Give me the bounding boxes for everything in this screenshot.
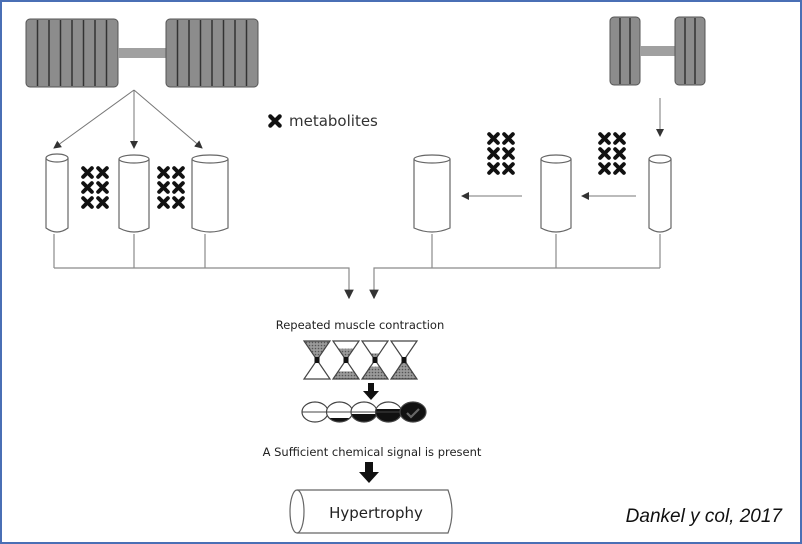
metabolite-icon <box>157 196 170 209</box>
metabolite-icon <box>172 166 185 179</box>
signal-oval-low <box>325 401 354 423</box>
metabolite-icon <box>613 147 626 160</box>
metabolite-icon <box>502 147 515 160</box>
heavy-barbell-icon <box>25 18 259 88</box>
muscle-fiber <box>45 158 69 233</box>
metabolite-icon <box>487 147 500 160</box>
metabolite-icon <box>81 166 94 179</box>
heavy-load-fibers <box>45 153 229 233</box>
outcome-label: Hypertrophy <box>329 504 423 522</box>
muscle-fiber <box>118 159 150 233</box>
legend-label: metabolites <box>289 112 378 130</box>
metabolite-icon <box>172 196 185 209</box>
muscle-fiber <box>648 159 672 233</box>
metabolite-icon <box>157 166 170 179</box>
metabolite-icon <box>598 147 611 160</box>
bar <box>640 46 675 56</box>
metabolite-icon <box>96 196 109 209</box>
citation: Dankel y col, 2017 <box>625 506 782 527</box>
muscle-fiber <box>413 159 451 233</box>
metabolite-icon <box>487 132 500 145</box>
muscle-fiber <box>191 159 229 233</box>
hourglass-icon <box>302 340 332 380</box>
metabolite-icon <box>598 132 611 145</box>
weight-plate <box>609 16 641 86</box>
signal-oval-medium <box>350 401 378 423</box>
metabolite-icon <box>81 196 94 209</box>
metabolite-icon <box>96 166 109 179</box>
hourglass-icon <box>389 340 419 380</box>
signal-oval-full-check <box>399 401 427 423</box>
hourglass-row <box>302 340 419 380</box>
right-connector <box>369 234 661 300</box>
hypertrophy-fiber: Hypertrophy <box>289 489 453 534</box>
metabolite-icon <box>487 162 500 175</box>
hourglass-icon <box>331 340 361 380</box>
bar <box>118 48 166 58</box>
contraction-label: Repeated muscle contraction <box>276 318 445 332</box>
signal-oval-high <box>374 401 403 423</box>
metabolite-icon <box>157 181 170 194</box>
signal-oval-row <box>301 401 427 423</box>
signal-oval-empty <box>301 401 329 423</box>
metabolite-icon <box>172 181 185 194</box>
down-arrow-2 <box>359 462 379 483</box>
hourglass-icon <box>360 340 390 380</box>
down-arrow-1 <box>363 383 379 400</box>
metabolite-icon <box>270 116 279 125</box>
metabolite-icon <box>502 132 515 145</box>
heavy-load-arrows <box>53 89 203 149</box>
metabolite-icon <box>613 132 626 145</box>
weight-plate <box>674 16 706 86</box>
metabolite-icon <box>81 181 94 194</box>
left-connector <box>53 234 354 300</box>
light-load-fibers <box>413 154 672 233</box>
legend: metabolites <box>270 112 378 130</box>
signal-label: A Sufficient chemical signal is present <box>263 445 482 459</box>
muscle-fiber <box>540 159 572 233</box>
metabolite-icon <box>502 162 515 175</box>
metabolite-icon <box>598 162 611 175</box>
metabolite-icon <box>613 162 626 175</box>
check-icon <box>406 408 420 419</box>
metabolite-icon <box>96 181 109 194</box>
light-dumbbell-icon <box>609 16 706 86</box>
